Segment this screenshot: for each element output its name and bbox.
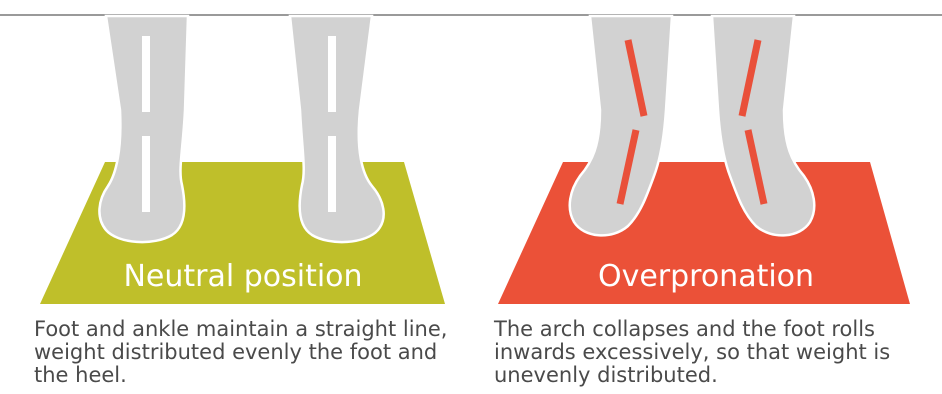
overpronation-panel: Overpronation: [498, 14, 910, 304]
overpronation-label: Overpronation: [598, 259, 814, 294]
overpronation-left-leg: [568, 14, 674, 237]
neutral-left-leg: [98, 14, 190, 244]
overpronation-right-alignment-line-upper: [738, 39, 762, 117]
overpronation-right-leg: [710, 14, 816, 237]
overpronation-right-alignment-line-lower: [744, 129, 768, 205]
pronation-diagram: Neutral position Overpronation: [40, 14, 910, 304]
neutral-panel: Neutral position: [40, 14, 445, 304]
neutral-right-leg: [288, 14, 385, 244]
top-divider-line: [0, 14, 942, 16]
overpronation-left-alignment-line-upper: [624, 39, 648, 117]
neutral-position-label: Neutral position: [123, 259, 362, 294]
overpronation-left-alignment-line-lower: [616, 129, 640, 205]
overpronation-caption: The arch collapses and the foot rolls in…: [494, 317, 891, 387]
neutral-caption: Foot and ankle maintain a straight line,…: [34, 317, 448, 387]
